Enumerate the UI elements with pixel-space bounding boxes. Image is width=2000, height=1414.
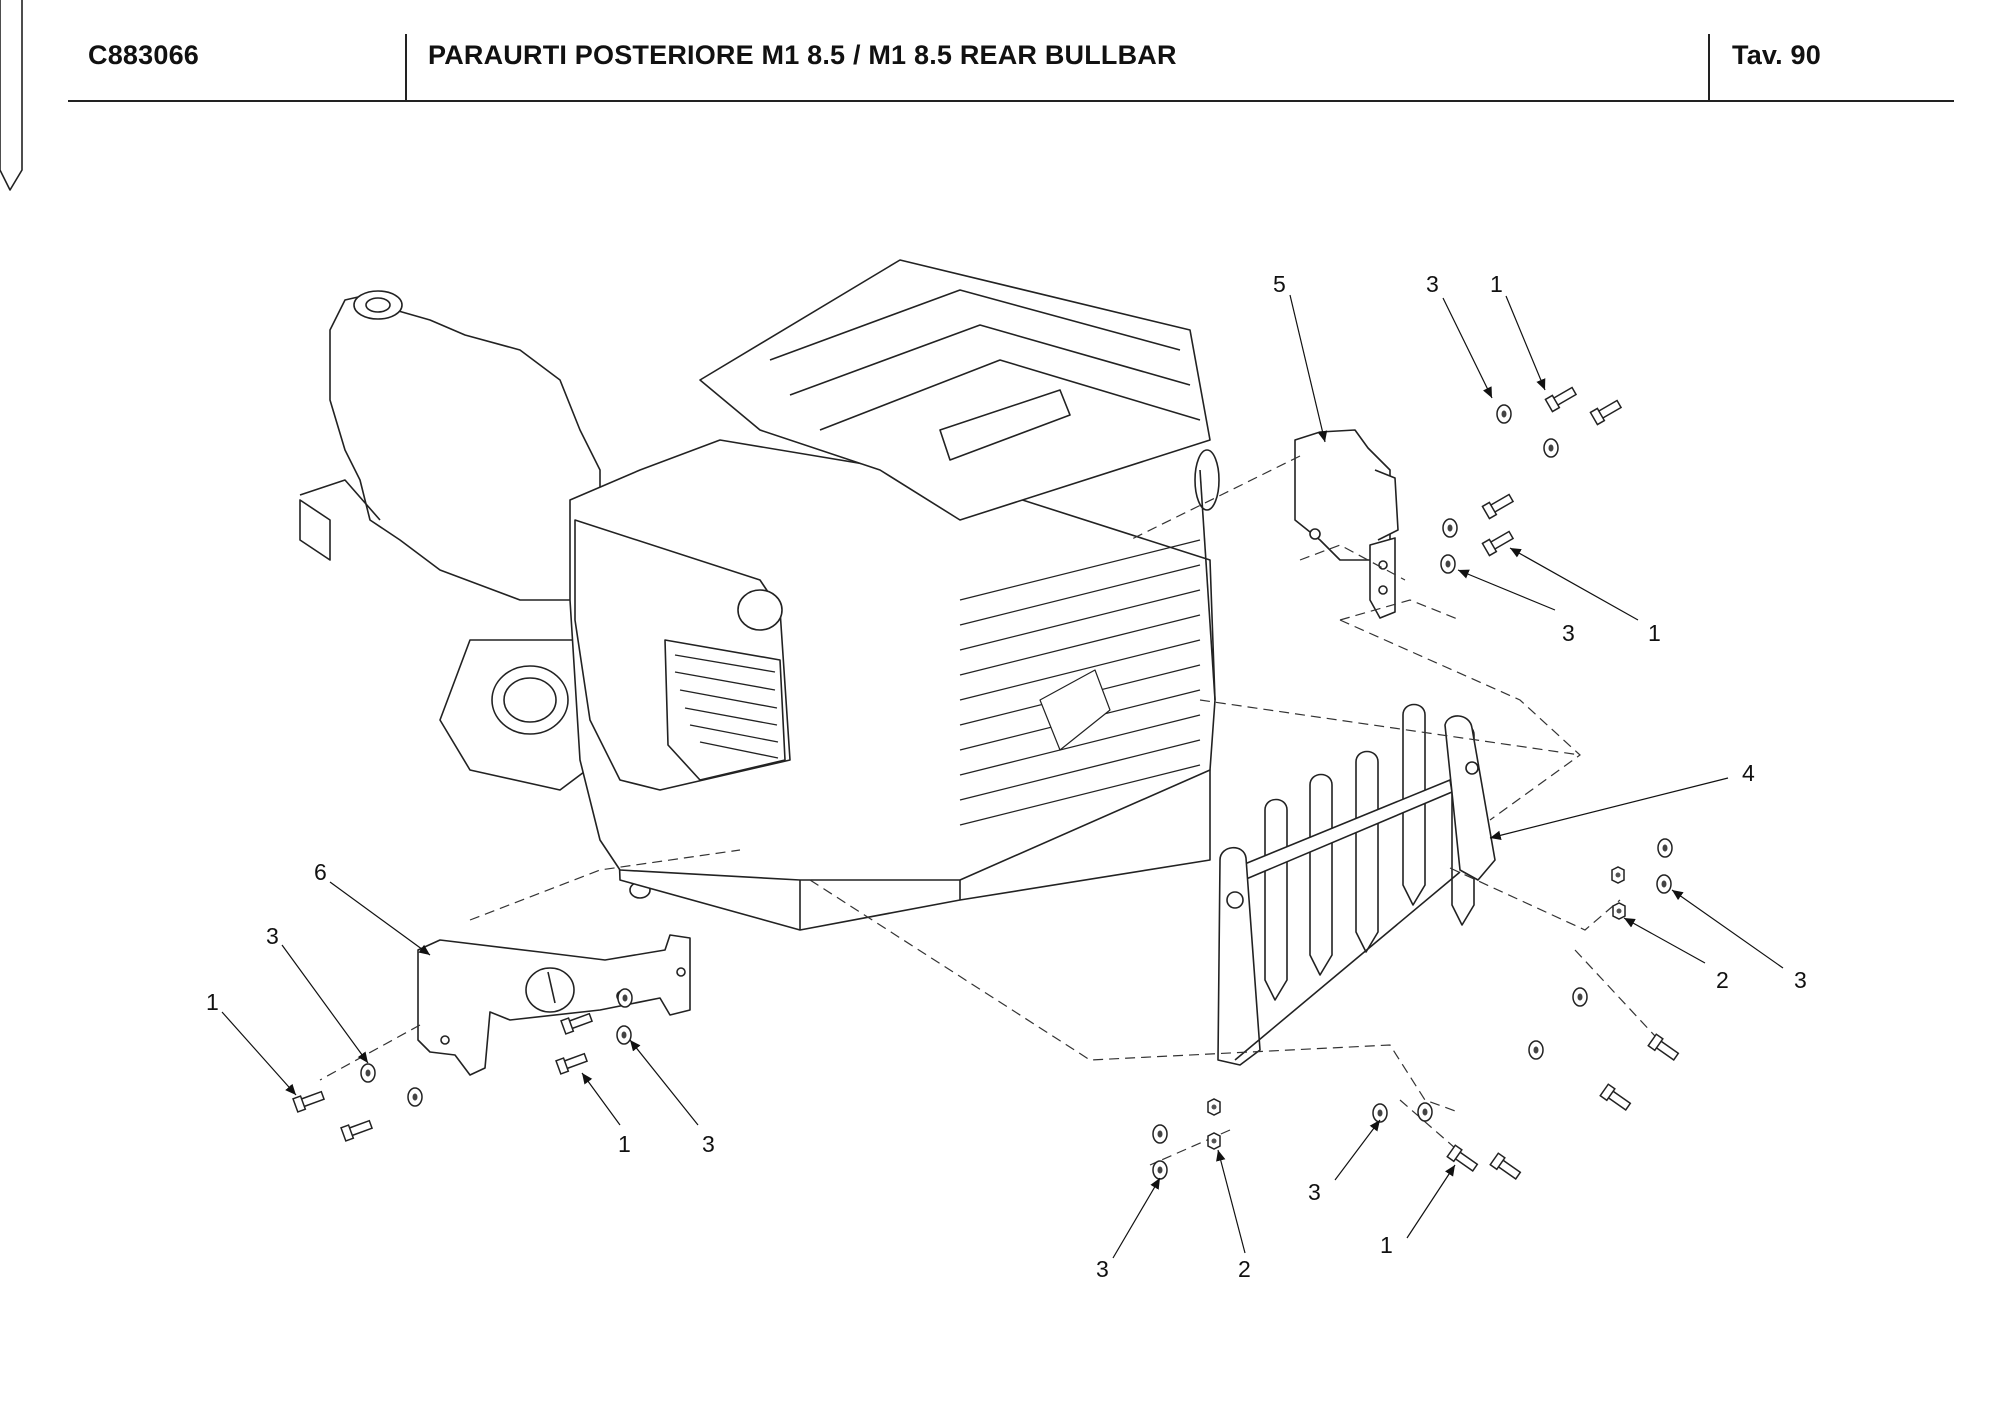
bolt-icon [1481,491,1516,520]
bolt-icon [1481,528,1516,557]
nut-icon [1207,1132,1221,1150]
callout-1: 1 [206,989,219,1015]
part-5-right-bracket [1294,429,1399,619]
bolt-icon [1647,1033,1681,1064]
washer-icon [617,988,633,1008]
washer-icon [1528,1040,1544,1060]
bolt-icon [340,1117,374,1142]
rear-housing [569,259,1220,881]
bolt-icon [555,1050,589,1075]
washer-icon [1657,838,1673,858]
washer-icon [1656,874,1672,894]
washer-icon [616,1025,632,1045]
callout-labels: 5 3 1 3 1 4 2 3 6 3 1 1 3 3 1 3 2 [206,271,1807,1282]
washer-icon [360,1063,376,1083]
washer-icon [1543,438,1559,458]
bolt-icon [1599,1083,1633,1114]
callout-3: 3 [1426,271,1439,297]
bolt-icon [1544,384,1579,413]
nut-icon [1207,1098,1221,1116]
washer-icon [407,1087,423,1107]
bolt-icon [292,1088,326,1113]
assembly-centerlines [319,455,1669,1166]
callout-1: 1 [618,1131,631,1157]
header-rule [68,100,1954,102]
callout-3: 3 [1096,1256,1109,1282]
header-divider-left [405,34,407,100]
callout-1: 1 [1648,620,1661,646]
callout-6: 6 [314,859,327,885]
washer-icon [1152,1124,1168,1144]
washer-icon [1372,1103,1388,1123]
drawing-title: PARAURTI POSTERIORE M1 8.5 / M1 8.5 REAR… [428,40,1177,70]
washer-icon [1572,987,1588,1007]
callout-2: 2 [1716,967,1729,993]
callout-3: 3 [266,923,279,949]
header-divider-right [1708,34,1710,100]
washer-icon [1496,404,1512,424]
washer-icon [1417,1102,1433,1122]
callout-4: 4 [1742,760,1755,786]
washer-icon [1442,518,1458,538]
callout-3: 3 [1308,1179,1321,1205]
nut-icon [1611,866,1625,884]
callout-1: 1 [1490,271,1503,297]
part-6-left-bracket [417,934,691,1076]
washer-icon [1440,554,1456,574]
drawing-code: C883066 [88,40,199,70]
callout-3: 3 [1794,967,1807,993]
callout-5: 5 [1273,271,1286,297]
bolt-icon [1589,397,1624,426]
part-4-bullbar [0,0,1496,1066]
callout-3: 3 [702,1131,715,1157]
callout-1: 1 [1380,1232,1393,1258]
leader-lines [221,294,1784,1259]
bolt-icon [1489,1152,1523,1183]
washer-icon [1152,1160,1168,1180]
callout-3: 3 [1562,620,1575,646]
callout-2: 2 [1238,1256,1251,1282]
nut-icon [1612,902,1626,920]
table-number: Tav. 90 [1732,40,1821,70]
